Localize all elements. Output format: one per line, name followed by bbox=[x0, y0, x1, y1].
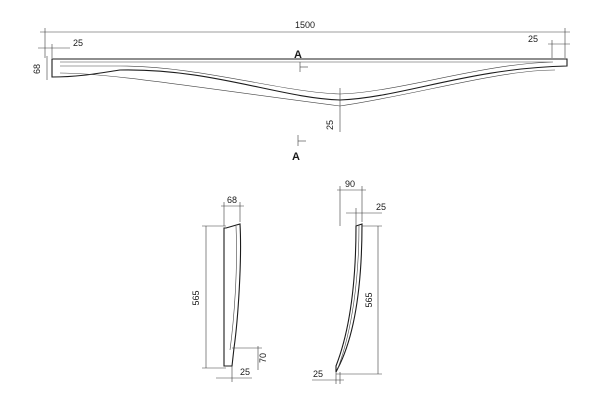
section-a-top-label: A bbox=[294, 49, 302, 61]
dim-right-25-label: 25 bbox=[528, 34, 538, 44]
dim-right-25-top-label: 25 bbox=[376, 202, 386, 212]
top-view: 1500 25 25 68 25 A A bbox=[32, 20, 570, 163]
panel-inner-bottom bbox=[59, 69, 556, 107]
dim-left-565-label: 565 bbox=[191, 290, 201, 305]
dim-left-foot-label: 25 bbox=[240, 367, 250, 377]
dim-left-70-label: 70 bbox=[258, 353, 268, 363]
dim-left-25-label: 25 bbox=[73, 38, 83, 48]
panel-outline-outer bbox=[51, 58, 568, 101]
right-profile-inner bbox=[337, 224, 360, 369]
dim-right-565-label: 565 bbox=[364, 292, 374, 307]
side-view-right: 90 25 565 25 bbox=[312, 179, 386, 384]
dim-1500-label: 1500 bbox=[295, 20, 315, 30]
dim-right-90-label: 90 bbox=[345, 179, 355, 189]
side-view-left: 68 565 70 25 bbox=[191, 195, 268, 382]
dim-left-68-label: 68 bbox=[227, 195, 237, 205]
dim-right-foot-label: 25 bbox=[313, 369, 323, 379]
left-profile-outline bbox=[223, 223, 242, 367]
section-a-bottom-label: A bbox=[292, 151, 300, 163]
left-profile-inner bbox=[229, 225, 237, 351]
dim-68-label: 68 bbox=[32, 64, 42, 74]
dim-sag-label: 25 bbox=[325, 120, 335, 130]
right-profile-outline bbox=[335, 223, 363, 373]
